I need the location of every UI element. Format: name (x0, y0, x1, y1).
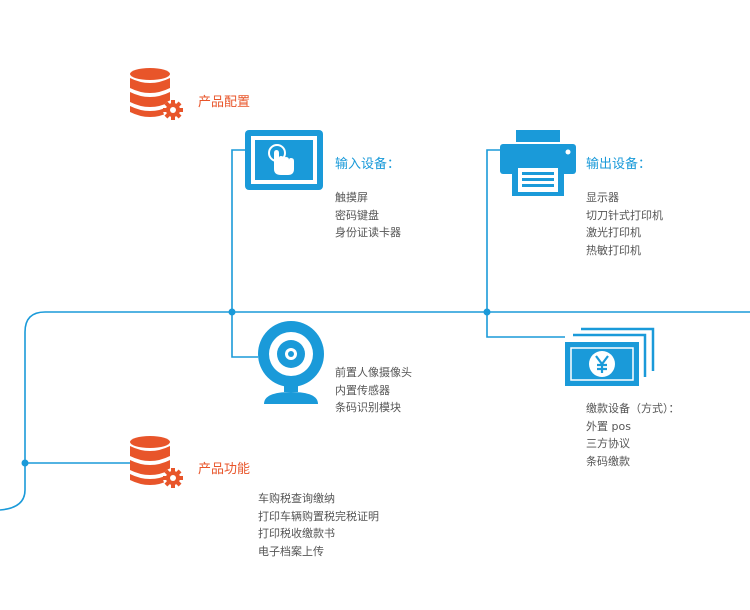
database-gear-icon (130, 436, 183, 488)
product-functions-list: 车购税查询缴纳 打印车辆购置税完税证明 打印税收缴款书 电子档案上传 (258, 490, 379, 560)
list-item: 前置人像摄像头 (335, 366, 412, 379)
input-devices-title: 输入设备： (335, 157, 401, 172)
payment-branch-line (486, 312, 565, 338)
webcam-icon (258, 321, 324, 404)
output-branch-line (486, 149, 500, 312)
payment-devices-list: 缴款设备（方式）： 外置 pos 三方协议 条码缴款 (586, 400, 680, 470)
list-item: 外置 pos (586, 419, 631, 433)
camera-devices-list: 前置人像摄像头 内置传感器 条码识别模块 (335, 364, 412, 417)
junction-dot (483, 308, 491, 316)
list-item: 条码识别模块 (335, 401, 401, 414)
list-item: 打印税收缴款书 (258, 527, 335, 540)
product-config-title: 产品配置 (198, 95, 251, 110)
output-devices-list: 显示器 切刀针式打印机 激光打印机 热敏打印机 (586, 189, 663, 259)
list-item: 身份证读卡器 (335, 226, 401, 239)
list-item: 激光打印机 (586, 226, 641, 239)
list-item: 热敏打印机 (586, 243, 641, 257)
junction-dot (228, 308, 236, 316)
list-item: 内置传感器 (335, 383, 390, 397)
list-item: 缴款设备（方式）： (586, 402, 680, 415)
printer-icon (500, 130, 576, 196)
list-item: 触摸屏 (335, 191, 368, 204)
list-item: 电子档案上传 (258, 544, 324, 558)
camera-branch-line (231, 312, 258, 358)
list-item: 密码键盘 (335, 208, 379, 222)
junction-dot (21, 459, 29, 467)
list-item: 显示器 (586, 191, 619, 204)
input-devices-list: 触摸屏 密码键盘 身份证读卡器 (335, 189, 401, 242)
database-gear-icon (130, 68, 183, 120)
yuan-banknote-icon (565, 327, 655, 386)
main-connector-line (0, 311, 750, 511)
list-item: 车购税查询缴纳 (258, 492, 335, 505)
output-devices-title: 输出设备： (586, 157, 652, 172)
list-item: 切刀针式打印机 (586, 208, 663, 222)
input-branch-line (231, 149, 245, 312)
list-item: 条码缴款 (586, 454, 630, 468)
list-item: 三方协议 (586, 437, 630, 450)
list-item: 打印车辆购置税完税证明 (258, 509, 379, 523)
product-functions-title: 产品功能 (198, 462, 251, 477)
touchscreen-icon (245, 130, 323, 190)
